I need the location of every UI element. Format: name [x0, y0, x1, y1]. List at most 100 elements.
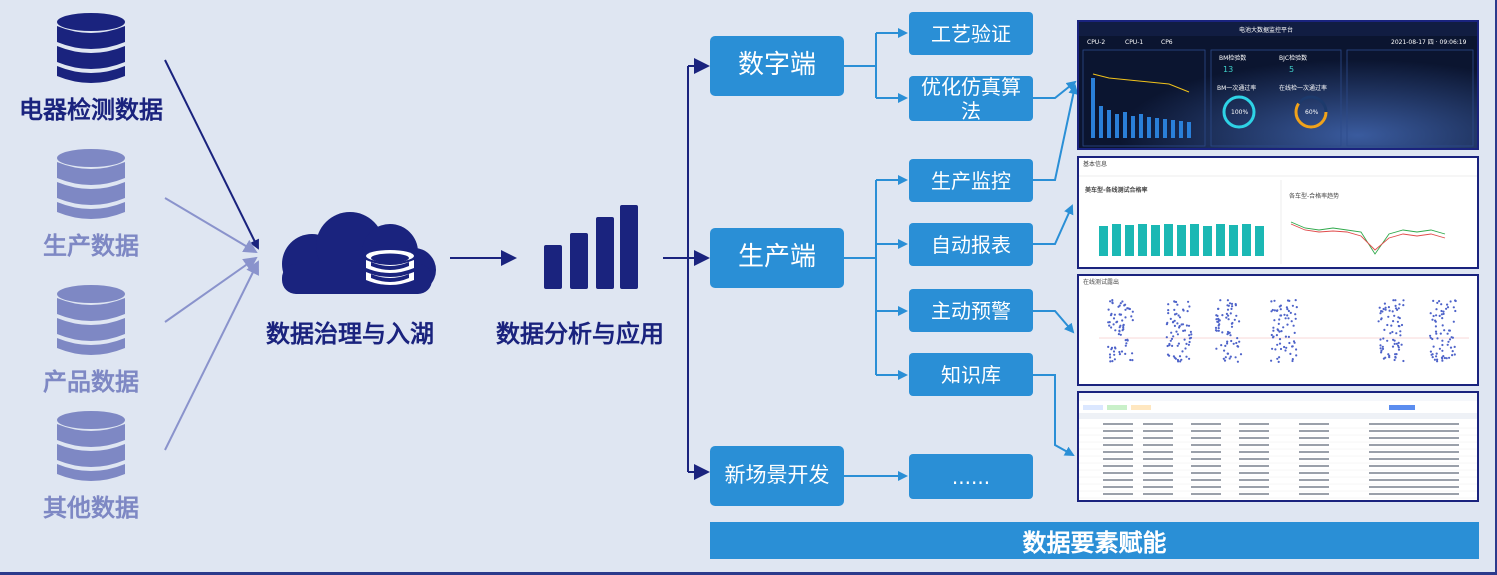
dashboard-line — [1092, 73, 1190, 93]
scatter-point — [1392, 299, 1395, 302]
scatter-point — [1230, 307, 1233, 310]
scatter-point — [1436, 301, 1439, 304]
scatter-point — [1180, 358, 1183, 361]
scatter-point — [1395, 342, 1398, 345]
dashboard-gauge-right-value: 60% — [1305, 109, 1319, 116]
scatter-point — [1272, 326, 1275, 329]
scatter-point — [1445, 357, 1448, 360]
scatter-point — [1398, 325, 1401, 328]
table-cell — [1191, 451, 1221, 453]
table-cell — [1369, 486, 1459, 488]
scatter-point — [1227, 318, 1230, 321]
app-knowledge-base[interactable]: 知识库 — [909, 353, 1033, 396]
table-cell — [1103, 430, 1133, 432]
scatter-point — [1379, 344, 1382, 347]
scatter-point — [1295, 306, 1298, 309]
scatter-point — [1178, 355, 1182, 358]
scatter-point — [1435, 355, 1438, 358]
thumbnail-report: 基本信息 美车型-各线测试合格率 各车型-合格率趋势 — [1077, 156, 1479, 269]
scatter-point — [1388, 356, 1391, 359]
scatter-point — [1122, 328, 1125, 331]
scatter-point — [1448, 338, 1452, 341]
scatter-point — [1448, 356, 1451, 359]
scatter-point — [1121, 319, 1124, 322]
scatter-point — [1276, 357, 1279, 360]
scatter-point — [1175, 300, 1178, 304]
scatter-point — [1447, 340, 1450, 343]
app-simulation-algorithm[interactable]: 优化仿真算法 — [909, 75, 1033, 123]
scatter-point — [1217, 329, 1220, 332]
banner-data-empowerment: 数据要素赋能 — [710, 522, 1479, 559]
table-cell — [1299, 451, 1329, 453]
scatter-point — [1221, 331, 1224, 334]
source-product-label: 产品数据 — [43, 368, 139, 396]
scatter-point — [1285, 346, 1288, 349]
scatter-point — [1397, 341, 1400, 344]
scatter-point — [1446, 332, 1449, 335]
table-cell — [1239, 437, 1269, 439]
scatter-point — [1284, 317, 1287, 320]
app-auto-report[interactable]: 自动报表 — [909, 223, 1033, 266]
app-proactive-warning[interactable]: 主动预警 — [909, 289, 1033, 332]
scatter-point — [1387, 353, 1390, 356]
scatter-point — [1279, 314, 1282, 317]
scatter-point — [1440, 313, 1443, 316]
scatter-point — [1113, 358, 1116, 361]
scatter-point — [1108, 353, 1112, 356]
scatter-point — [1111, 360, 1114, 363]
scatter-point — [1277, 322, 1280, 325]
scatter-point — [1389, 332, 1392, 335]
scatter-point — [1449, 300, 1452, 303]
link-report-thumbnail — [1033, 204, 1074, 245]
scatter-point — [1271, 347, 1274, 350]
link-source-electrical — [164, 59, 259, 250]
scatter-point — [1429, 350, 1432, 353]
link-source-other — [164, 260, 259, 451]
table-cell — [1103, 423, 1133, 425]
scatter-point — [1126, 338, 1129, 341]
app-process-validation[interactable]: 工艺验证 — [909, 12, 1033, 55]
scatter-point — [1231, 305, 1234, 308]
scatter-point — [1185, 324, 1188, 327]
scatter-point — [1393, 314, 1396, 317]
report-right-chart-title: 各车型-合格率趋势 — [1289, 192, 1339, 200]
database-icon — [57, 149, 125, 219]
app-production-monitoring[interactable]: 生产监控 — [909, 159, 1033, 202]
scatter-point — [1277, 360, 1280, 363]
link-monitoring-dashboard — [1033, 84, 1079, 181]
table-cell — [1239, 465, 1269, 467]
scatter-point — [1445, 307, 1448, 310]
scatter-point — [1431, 353, 1434, 356]
scatter-point — [1275, 334, 1278, 337]
scatter-point — [1177, 360, 1180, 363]
scatter-point — [1397, 307, 1400, 310]
scatter-point — [1238, 340, 1241, 343]
category-new-scene[interactable]: 新场景开发 — [710, 446, 844, 506]
scatter-point — [1227, 314, 1230, 317]
scatter-point — [1289, 352, 1292, 355]
scatter-point — [1435, 352, 1438, 355]
table-cell — [1299, 493, 1329, 495]
scatter-point — [1224, 344, 1227, 347]
scatter-point — [1289, 311, 1292, 314]
dashboard-gauge-right — [1294, 95, 1328, 129]
scatter-point — [1387, 306, 1390, 309]
app-more[interactable]: ...... — [909, 454, 1033, 499]
table-cell — [1143, 444, 1173, 446]
scatter-point — [1239, 353, 1243, 356]
scatter-point — [1384, 308, 1387, 311]
scatter-point — [1276, 309, 1279, 312]
scatter-point — [1453, 345, 1456, 348]
dashboard-title: 电池大数据监控平台 — [1239, 26, 1293, 34]
scatter-point — [1454, 309, 1457, 313]
table-cell — [1369, 451, 1459, 453]
table-cell — [1191, 437, 1221, 439]
scatter-point — [1234, 356, 1237, 359]
scatter-point — [1379, 312, 1382, 315]
scatter-point — [1386, 323, 1389, 327]
category-digital[interactable]: 数字端 — [710, 36, 844, 96]
category-production[interactable]: 生产端 — [710, 228, 844, 288]
scatter-point — [1186, 310, 1189, 313]
table-cell — [1369, 493, 1459, 495]
